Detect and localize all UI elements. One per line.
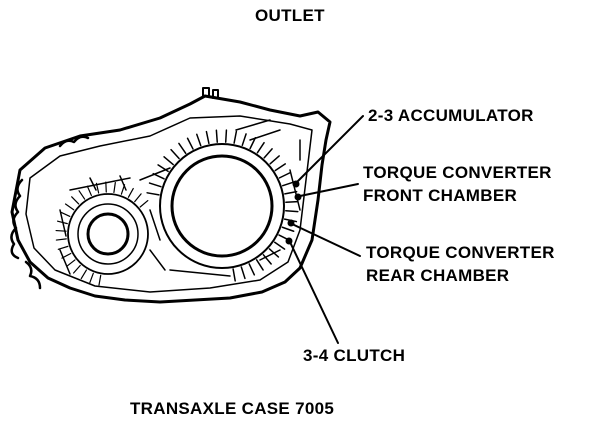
- fin-line: [186, 137, 194, 150]
- fin-line: [285, 209, 299, 213]
- leader-tc-rear: [291, 223, 361, 257]
- leader-accumulator: [295, 115, 364, 184]
- fin-line: [248, 263, 256, 276]
- fin-line: [281, 226, 295, 232]
- callout-tc-rear-line1: TORQUE CONVERTER: [366, 243, 555, 262]
- outlet-title: OUTLET: [255, 6, 325, 25]
- fin-line: [55, 238, 67, 241]
- fin-line: [113, 181, 116, 194]
- fin-line: [57, 220, 68, 225]
- fin-line: [278, 171, 292, 179]
- fin-line: [273, 241, 286, 250]
- fin-line: [146, 192, 160, 196]
- fin-line: [284, 190, 298, 195]
- fin-line: [71, 196, 80, 205]
- fin-line: [80, 269, 87, 280]
- fin-line: [139, 199, 149, 208]
- fin-line: [274, 163, 287, 172]
- small-bore-mid: [77, 203, 139, 265]
- case-inner-rim: [25, 115, 313, 293]
- fin-line: [60, 211, 71, 218]
- fin-line: [127, 187, 134, 198]
- fin-line: [148, 182, 162, 188]
- fin-line: [66, 259, 76, 267]
- leader-accumulator-end: [292, 180, 300, 188]
- fin-line: [215, 129, 219, 143]
- fin-line: [268, 248, 280, 258]
- fin-line: [240, 266, 246, 280]
- fin-line: [95, 182, 100, 194]
- fin-line: [232, 268, 236, 282]
- fin-line: [163, 156, 174, 166]
- bolt-posts: [202, 87, 219, 99]
- large-bore-outer: [159, 143, 285, 269]
- fin-line: [64, 203, 75, 211]
- case-flange: [10, 135, 90, 290]
- leader-clutch-end: [285, 237, 293, 245]
- fin-line: [241, 133, 247, 147]
- callout-tc-front-line2: FRONT CHAMBER: [363, 186, 518, 205]
- fin-line: [72, 264, 81, 274]
- fin-line: [86, 185, 92, 197]
- fin-line: [269, 155, 280, 165]
- callout-tc-front-line1: TORQUE CONVERTER: [363, 163, 552, 182]
- fin-line: [170, 148, 180, 160]
- small-bore-outer: [67, 193, 149, 275]
- fin-line: [285, 200, 299, 204]
- leader-tc-front: [299, 183, 359, 197]
- large-bore: [170, 154, 274, 258]
- leader-clutch: [289, 241, 339, 344]
- fin-line: [249, 136, 257, 150]
- fin-line: [134, 193, 142, 203]
- bore-fins: [146, 129, 299, 282]
- fin-line: [152, 172, 165, 180]
- fin-line: [233, 130, 238, 144]
- callout-tc-rear-line2: REAR CHAMBER: [366, 266, 510, 285]
- callout-2-3-accumulator: 2-3 ACCUMULATOR: [368, 106, 534, 125]
- fin-line: [256, 141, 265, 154]
- leader-tc-rear-end: [287, 219, 295, 227]
- fin-line: [89, 272, 94, 284]
- fin-line: [263, 148, 273, 159]
- fin-line: [178, 142, 187, 155]
- fin-line: [205, 130, 210, 145]
- fin-line: [78, 190, 86, 200]
- fin-line: [120, 184, 126, 195]
- fin-line: [57, 245, 69, 250]
- fin-line: [55, 229, 67, 232]
- fin-line: [262, 254, 272, 265]
- fin-line: [61, 252, 72, 259]
- fin-line: [98, 274, 102, 286]
- diagram-caption: TRANSAXLE CASE 7005: [130, 399, 335, 418]
- fin-line: [281, 181, 295, 187]
- small-bore: [86, 212, 130, 256]
- callout-3-4-clutch: 3-4 CLUTCH: [303, 346, 406, 365]
- case-outline: [10, 94, 332, 304]
- fin-line: [196, 133, 202, 147]
- fin-line: [255, 259, 264, 271]
- small-bore-fins: [55, 181, 149, 286]
- leader-tc-front-end: [294, 193, 302, 201]
- fin-line: [157, 164, 169, 173]
- fin-line: [224, 129, 228, 143]
